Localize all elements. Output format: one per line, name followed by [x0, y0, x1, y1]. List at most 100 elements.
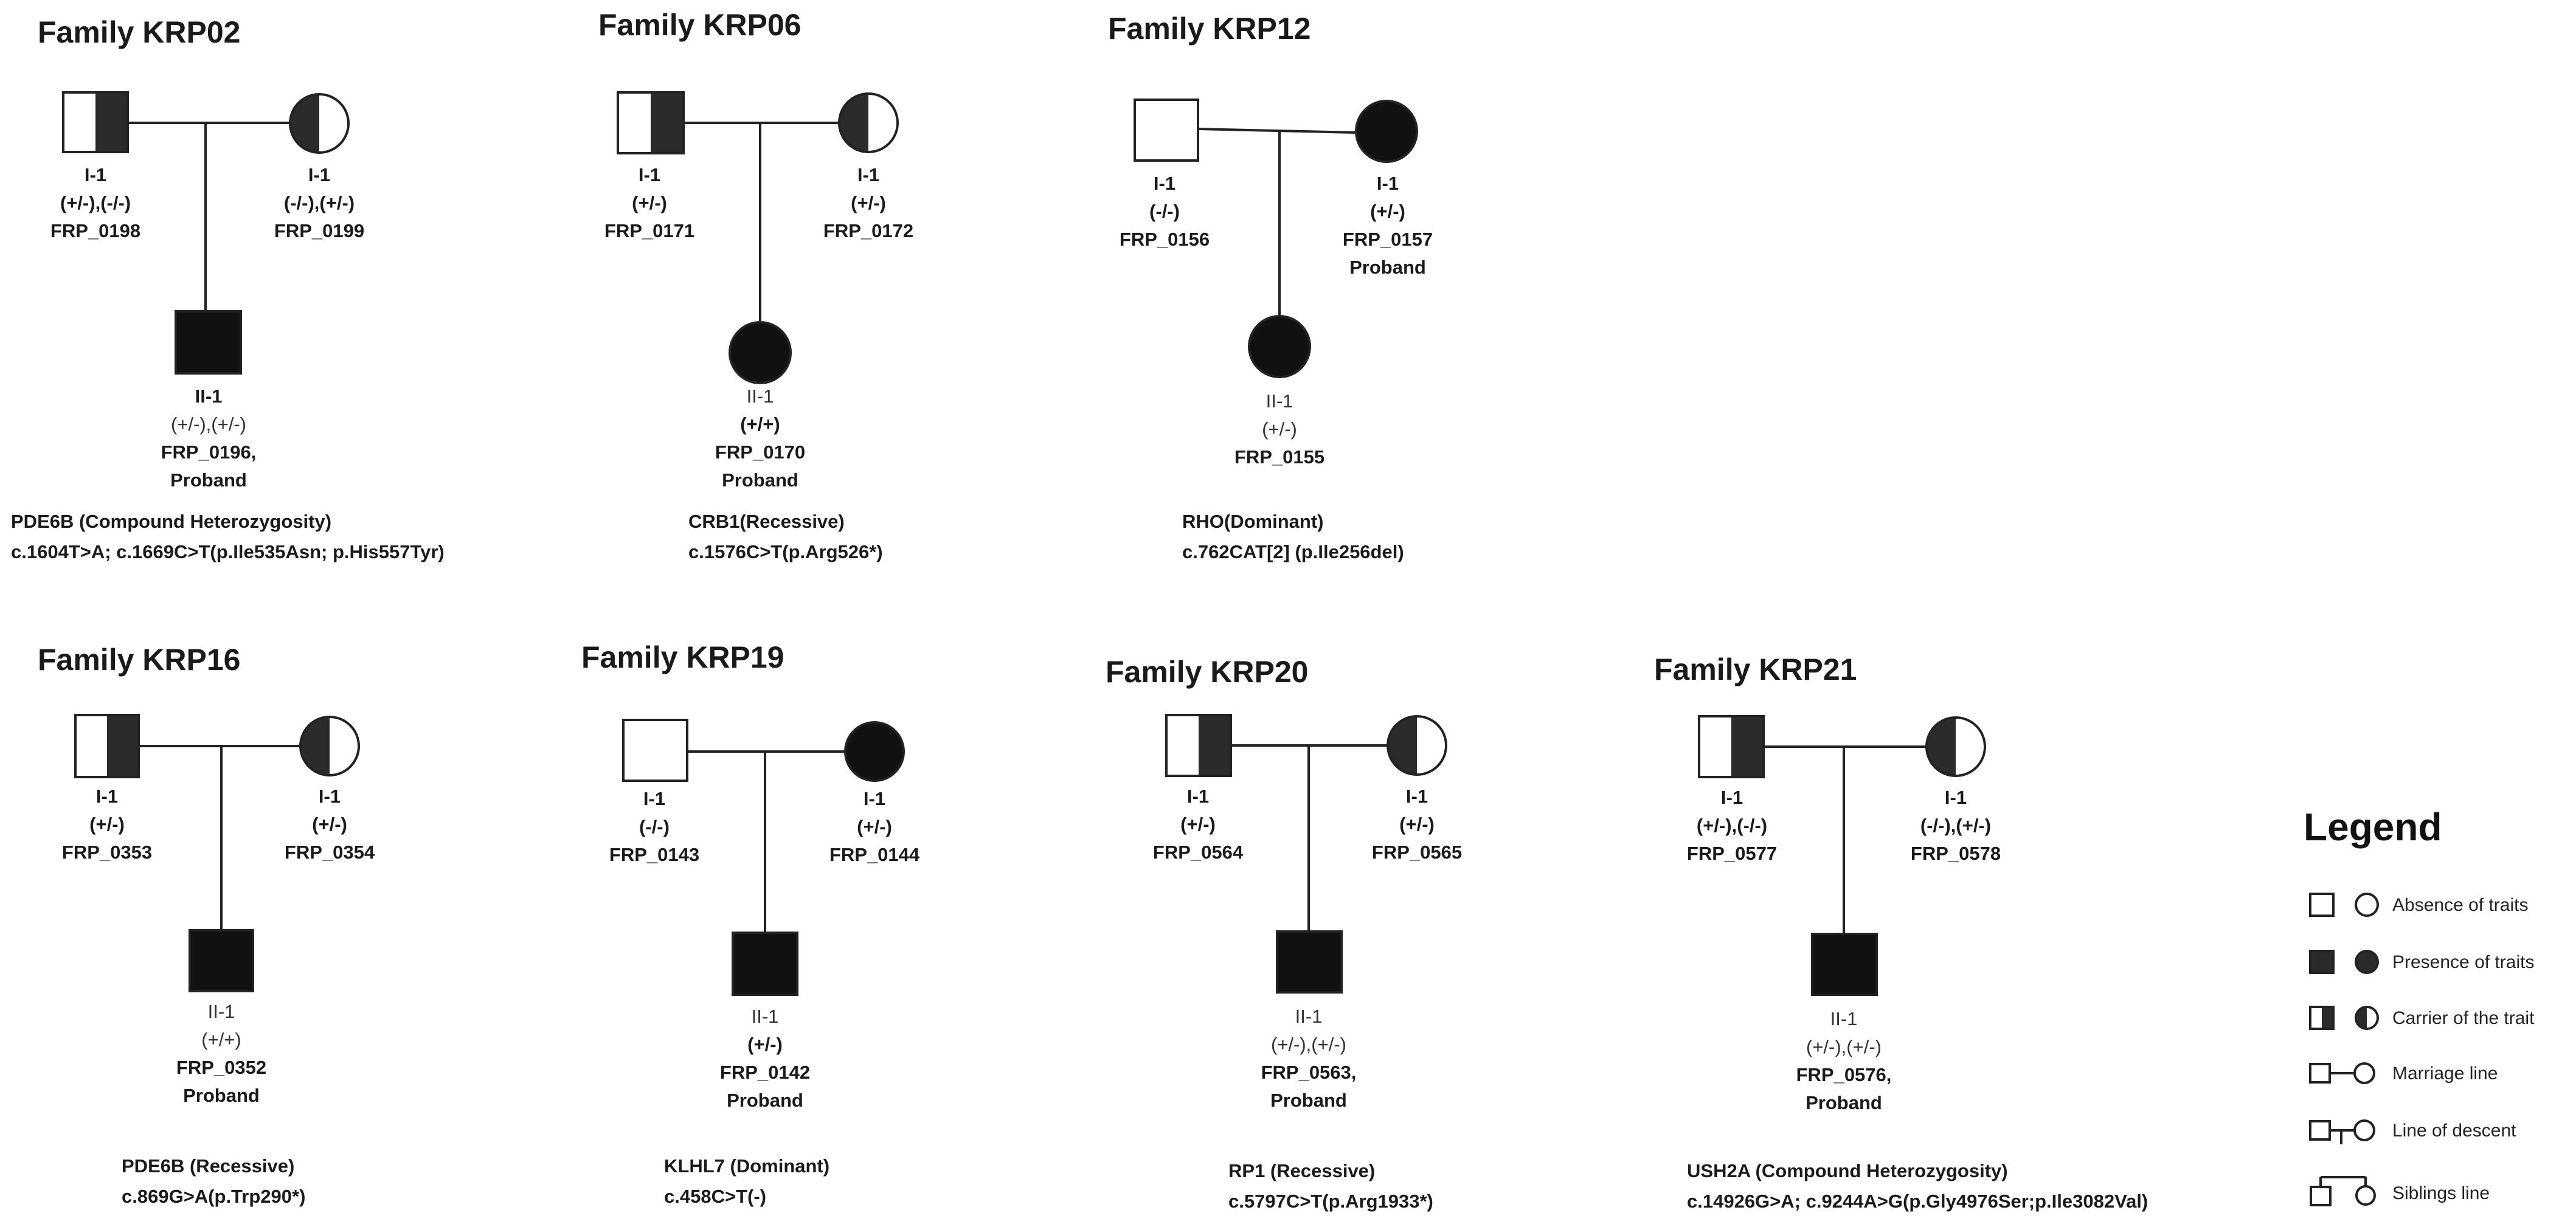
father-id: I-1 — [643, 788, 665, 809]
father-carrier-square — [74, 714, 140, 778]
mother-affected-circle — [1355, 100, 1418, 163]
child-proband-note: Proband — [1270, 1090, 1347, 1111]
unaffected-circle-icon — [2355, 893, 2379, 917]
father-sample-code: FRP_0577 — [1687, 843, 1777, 864]
family-title: Family KRP06 — [598, 8, 801, 42]
mother-id: I-1 — [1945, 787, 1967, 808]
child-proband-note: Proband — [170, 469, 247, 491]
mother-carrier-circle — [299, 716, 360, 776]
pedigree-krp21: Family KRP21 I-1 (+/-),(-/-) FRP_0577 I-… — [1654, 652, 2148, 1212]
father-carrier-square — [62, 91, 129, 153]
mother-sample-code: FRP_0565 — [1372, 842, 1462, 863]
legend-absence-symbols — [2309, 893, 2379, 917]
child-sample-code: FRP_0563, — [1261, 1062, 1357, 1083]
mother-carrier-circle — [1387, 715, 1447, 776]
child-proband-note: Proband — [1806, 1092, 1882, 1113]
mother-sample-code: FRP_0354 — [285, 842, 375, 863]
child-proband-note: Proband — [183, 1085, 260, 1106]
mother-genotype: (+/-) — [857, 816, 892, 837]
child-id: II-1 — [1266, 390, 1293, 412]
affected-square-icon — [2309, 950, 2335, 974]
siblings-line-icon — [2310, 1176, 2376, 1206]
mother-genotype: (-/-),(+/-) — [1920, 815, 1991, 836]
father-sample-code: FRP_0143 — [609, 844, 699, 865]
legend-label-carrier: Carrier of the trait — [2392, 1008, 2535, 1028]
gene-inheritance: RP1 (Recessive) — [1228, 1160, 1375, 1181]
line-of-descent-icon — [2309, 1119, 2375, 1144]
mother-genotype: (+/-) — [851, 192, 886, 213]
gene-inheritance: CRB1(Recessive) — [688, 511, 845, 532]
child-genotype: (+/+) — [201, 1029, 241, 1050]
mother-sample-code: FRP_0157 — [1343, 229, 1433, 250]
pedigree-krp02: Family KRP02 I-1 (+/-),(-/-) FRP_0198 I-… — [11, 15, 445, 562]
mother-affected-circle — [844, 721, 905, 782]
father-genotype: (+/-) — [1180, 814, 1216, 835]
mother-sample-code: FRP_0172 — [823, 220, 913, 241]
family-title: Family KRP02 — [38, 15, 240, 49]
father-genotype: (+/-) — [89, 814, 125, 835]
child-affected-square — [175, 310, 242, 375]
legend: Legend Absence of traits Presence of tra… — [2304, 805, 2535, 1206]
child-id: II-1 — [1830, 1008, 1858, 1029]
affected-circle-icon — [2355, 950, 2379, 974]
father-sample-code: FRP_0353 — [62, 842, 152, 863]
variant-description: c.1576C>T(p.Arg526*) — [688, 541, 883, 562]
father-unaffected-square — [1134, 99, 1199, 162]
mother-carrier-circle — [838, 92, 899, 153]
child-affected-square — [1276, 930, 1343, 994]
mother-sample-code: FRP_0578 — [1911, 843, 2001, 864]
mother-carrier-circle — [289, 93, 350, 154]
pedigree-krp20: Family KRP20 I-1 (+/-) FRP_0564 I-1 (+/-… — [1106, 655, 1462, 1212]
legend-carrier-symbols — [2309, 1006, 2379, 1030]
father-sample-code: FRP_0198 — [50, 220, 140, 241]
father-id: I-1 — [1721, 787, 1743, 808]
pedigree-krp12: Family KRP12 I-1 (-/-) FRP_0156 I-1 (+/-… — [1108, 12, 1433, 562]
mother-sample-code: FRP_0144 — [829, 844, 920, 865]
mother-sample-code: FRP_0199 — [274, 220, 364, 241]
child-id: II-1 — [752, 1006, 779, 1027]
father-genotype: (+/-),(-/-) — [60, 192, 131, 213]
child-affected-square — [732, 932, 798, 996]
father-id: I-1 — [1187, 786, 1209, 807]
carrier-square-icon — [2309, 1006, 2335, 1030]
mother-id: I-1 — [857, 164, 879, 185]
father-sample-code: FRP_0171 — [604, 220, 694, 241]
mother-id: I-1 — [319, 786, 341, 807]
father-carrier-square — [617, 91, 685, 154]
legend-label-siblings: Siblings line — [2392, 1183, 2490, 1203]
father-id: I-1 — [85, 164, 106, 185]
father-id: I-1 — [96, 786, 118, 807]
child-sample-code: FRP_0352 — [176, 1057, 266, 1078]
child-id: II-1 — [208, 1001, 235, 1022]
child-genotype: (+/-),(+/-) — [171, 413, 246, 435]
gene-inheritance: USH2A (Compound Heterozygosity) — [1687, 1160, 2008, 1181]
legend-title: Legend — [2304, 805, 2442, 849]
child-affected-square — [189, 929, 254, 992]
father-id: I-1 — [1154, 173, 1175, 194]
child-genotype: (+/-) — [1262, 418, 1297, 440]
variant-description: c.14926G>A; c.9244A>G(p.Gly4976Ser;p.Ile… — [1687, 1191, 2148, 1212]
father-carrier-square — [1165, 714, 1232, 777]
variant-description: c.762CAT[2] (p.Ile256del) — [1182, 541, 1404, 562]
unaffected-square-icon — [2309, 893, 2335, 917]
gene-inheritance: PDE6B (Compound Heterozygosity) — [11, 511, 331, 532]
mother-carrier-circle — [1925, 716, 1986, 777]
father-sample-code: FRP_0564 — [1153, 842, 1244, 863]
child-genotype: (+/-),(+/-) — [1806, 1036, 1882, 1057]
child-genotype: (+/+) — [740, 413, 780, 435]
father-genotype: (+/-),(-/-) — [1697, 815, 1767, 836]
child-affected-square — [1811, 933, 1878, 996]
mother-genotype: (+/-) — [1370, 201, 1405, 222]
legend-label-absence: Absence of traits — [2392, 895, 2528, 915]
legend-label-descent: Line of descent — [2392, 1121, 2516, 1141]
family-title: Family KRP19 — [581, 640, 784, 674]
child-genotype: (+/-) — [747, 1034, 783, 1055]
carrier-circle-icon — [2355, 1006, 2379, 1030]
child-affected-circle — [729, 321, 792, 384]
mother-genotype: (-/-),(+/-) — [284, 192, 355, 213]
legend-label-presence: Presence of traits — [2392, 952, 2534, 972]
family-title: Family KRP20 — [1106, 655, 1308, 689]
father-genotype: (+/-) — [632, 192, 667, 213]
child-sample-code: FRP_0170 — [715, 441, 805, 463]
